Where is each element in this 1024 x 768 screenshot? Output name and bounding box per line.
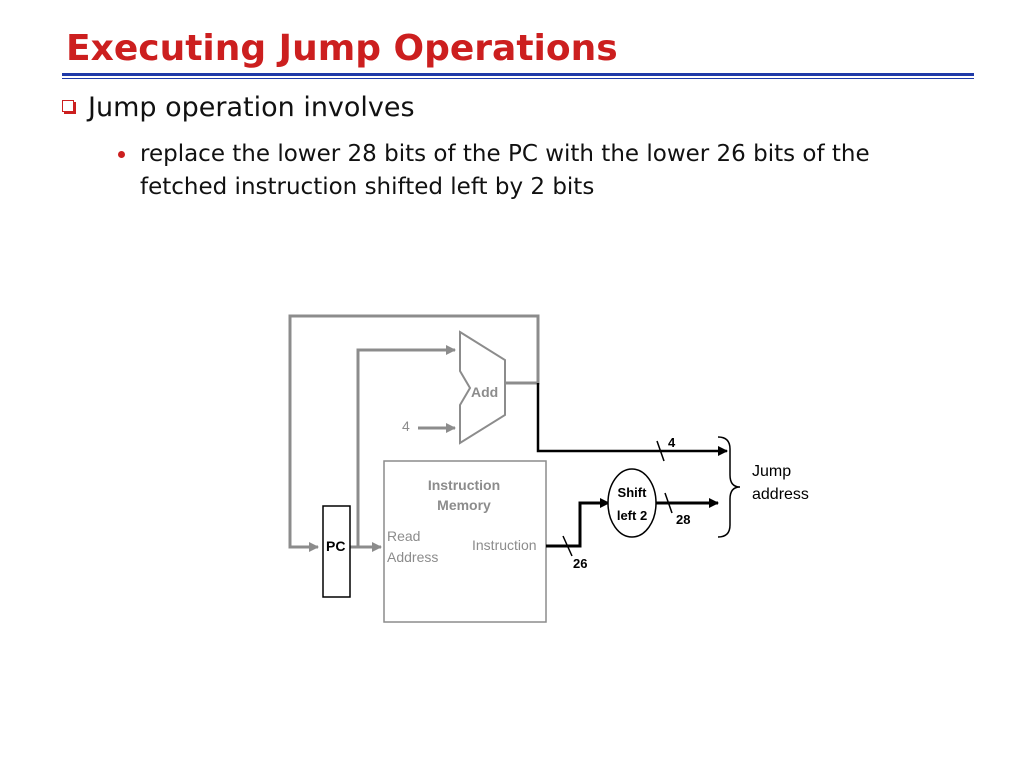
- jump-address-line2: address: [752, 486, 809, 503]
- shift-label-line1: Shift: [618, 485, 648, 500]
- instruction-port-label: Instruction: [472, 537, 537, 553]
- read-address-line1: Read: [387, 528, 420, 544]
- instruction-memory: [383, 460, 547, 623]
- title-divider: [62, 73, 974, 76]
- shift-out-width-slash: [664, 492, 673, 514]
- pc-upper-width-slash: [656, 440, 665, 462]
- pc-feedback-wire: [288, 314, 540, 552]
- pc-label: PC: [326, 538, 345, 554]
- read-address-line2: Address: [387, 549, 438, 565]
- bullet-level1-text: Jump operation involves: [88, 92, 415, 123]
- bullet-level1: Jump operation involves: [62, 92, 415, 123]
- bullet-level2-text: replace the lower 28 bits of the PC with…: [140, 141, 870, 200]
- instr-width-slash: [562, 535, 573, 557]
- round-bullet-icon: [118, 151, 125, 158]
- const-four-label: 4: [402, 418, 410, 434]
- adder-unit: [459, 330, 506, 445]
- shift-label-line2: left 2: [617, 508, 647, 523]
- pc-to-adder-wire: [356, 345, 456, 547]
- pc-upper-bits-wire: [536, 383, 728, 456]
- jump-address-line1: Jump: [752, 463, 791, 480]
- bullet-level2: replace the lower 28 bits of the PC with…: [118, 138, 958, 204]
- jump-brace: [717, 436, 741, 538]
- instr-width-label: 26: [573, 556, 587, 571]
- title-divider-thin: [62, 78, 974, 79]
- pc-register: [322, 505, 351, 598]
- imem-title-line2: Memory: [437, 497, 491, 513]
- shift-out-width-label: 28: [676, 512, 690, 527]
- shift-left-2-unit: [607, 468, 657, 538]
- pc-upper-width-label: 4: [668, 435, 676, 450]
- instr-to-shift-wire: [546, 498, 610, 548]
- square-bullet-icon: [62, 100, 74, 112]
- slide-title: Executing Jump Operations: [66, 28, 618, 69]
- imem-title-line1: Instruction: [428, 477, 500, 493]
- adder-label: Add: [471, 384, 498, 400]
